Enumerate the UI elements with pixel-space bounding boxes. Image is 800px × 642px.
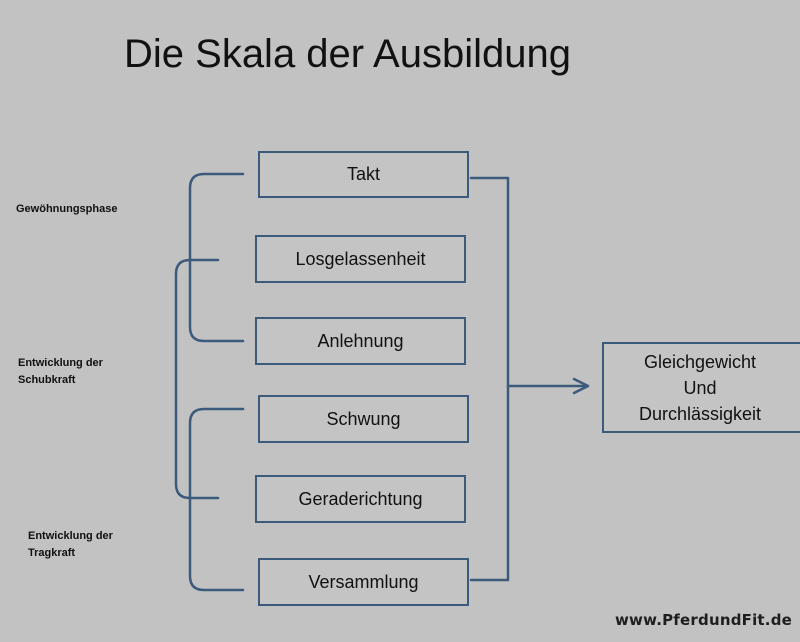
step-box-geraderichtung: Geraderichtung <box>255 475 466 523</box>
goal-line-1: Gleichgewicht <box>643 351 757 372</box>
phase-label-line: Schubkraft <box>18 374 76 386</box>
goal-line-3: Durchlässigkeit <box>638 403 762 424</box>
phase-label-schubkraft: Entwicklung der Schubkraft <box>18 355 103 389</box>
step-box-schwung: Schwung <box>258 395 469 443</box>
phase-label-line: Gewöhnungsphase <box>16 203 118 215</box>
step-box-versammlung: Versammlung <box>258 558 469 606</box>
step-box-losgelassenheit: Losgelassenheit <box>255 235 466 283</box>
bracket-tragkraft <box>188 407 245 592</box>
phase-label-line: Entwicklung der <box>28 530 113 542</box>
arrow-head <box>572 377 590 395</box>
watermark: www.PferdundFit.de <box>615 611 793 629</box>
collector-line <box>469 176 510 582</box>
goal-box: Gleichgewicht Und Durchlässigkeit <box>602 342 800 433</box>
goal-line-2: Und <box>683 377 717 398</box>
bracket-gewoehnung <box>188 172 245 343</box>
diagram-title: Die Skala der Ausbildung <box>124 32 571 76</box>
phase-label-line: Entwicklung der <box>18 357 103 369</box>
bracket-schubkraft <box>174 258 220 500</box>
phase-label-tragkraft: Entwicklung der Tragkraft <box>28 528 113 562</box>
phase-label-line: Tragkraft <box>28 547 76 559</box>
step-box-anlehnung: Anlehnung <box>255 317 466 365</box>
step-box-takt: Takt <box>258 151 469 198</box>
phase-label-gewoehnung: Gewöhnungsphase <box>16 201 117 218</box>
